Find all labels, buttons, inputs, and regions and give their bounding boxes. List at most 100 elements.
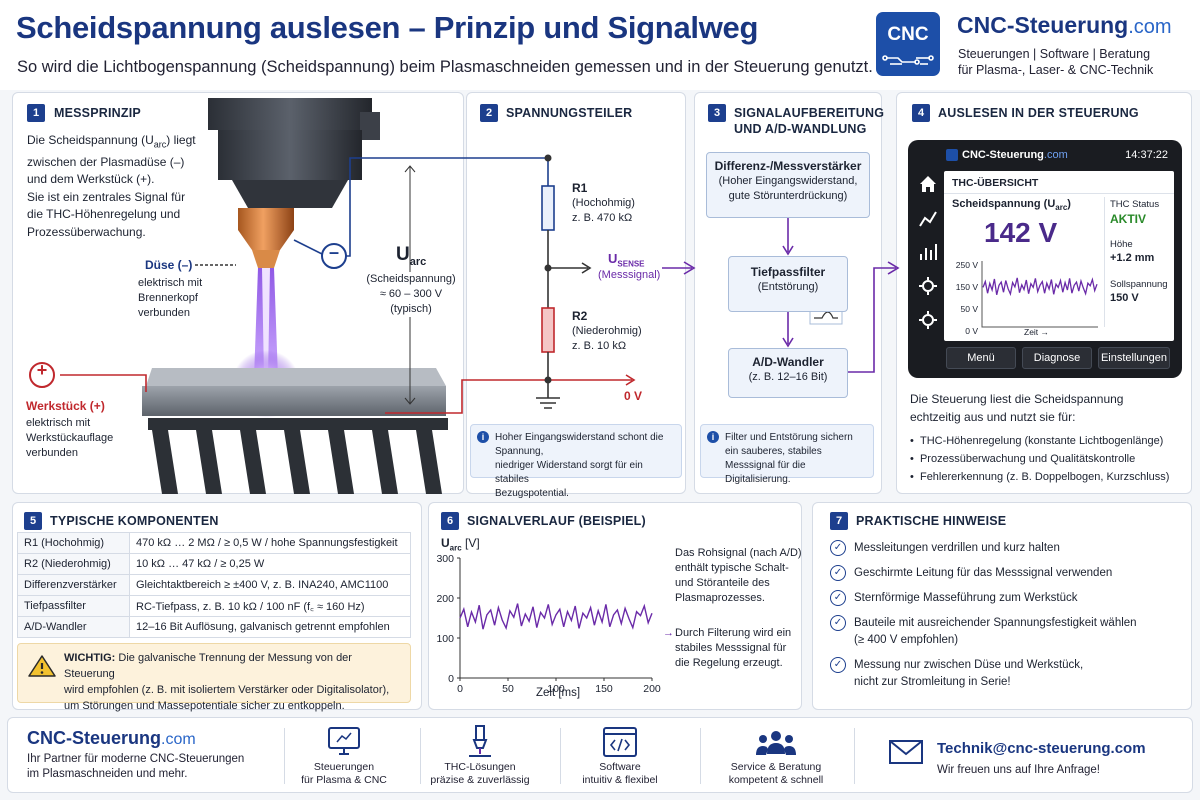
table-row: R1 (Hochohmig)470 kΩ … 2 MΩ / ≥ 0,5 W / …	[17, 532, 411, 554]
torch-icon	[469, 725, 491, 757]
hint-item: ✓Geschirmte Leitung für das Messsignal v…	[830, 565, 1112, 582]
hint-item: ✓Messleitungen verdrillen und kurz halte…	[830, 540, 1060, 557]
settings-icon	[922, 314, 934, 326]
logo-text: CNC	[887, 24, 929, 45]
brand-name[interactable]: CNC-Steuerung.com	[957, 12, 1172, 38]
check-icon: ✓	[830, 540, 846, 556]
page-title: Scheidspannung auslesen – Prinzip und Si…	[16, 10, 759, 45]
circuit-icon	[882, 55, 934, 65]
screen-sidebar[interactable]	[914, 170, 942, 338]
bullet-item: • THC-Höhenregelung (konstante Lichtboge…	[910, 435, 1164, 447]
chart-series-line	[459, 603, 653, 631]
check-icon: ✓	[830, 565, 846, 581]
panel-title-messprinzip: MESSPRINZIP	[54, 106, 141, 120]
chart-x-tick-label: 150	[595, 683, 613, 695]
r1-description: (Hochohmig)z. B. 470 kΩ	[572, 197, 635, 224]
panel-title-auslesen: AUSLESEN IN DER STEUERUNG	[938, 106, 1139, 120]
arrow-icon: →	[663, 627, 674, 639]
plus-sign: +	[36, 360, 48, 380]
check-icon: ✓	[830, 615, 846, 631]
r1-name: R1	[572, 181, 588, 195]
monitor-icon	[328, 727, 360, 755]
panel-title-signalverlauf: SIGNALVERLAUF (BEISPIEL)	[467, 514, 646, 528]
gear-icon	[922, 280, 934, 292]
minus-sign: –	[329, 242, 340, 262]
step-number-7: 7	[830, 512, 848, 530]
chart-y-tick-label: 0	[448, 673, 454, 685]
menu-button[interactable]: Menü	[946, 347, 1016, 369]
footer-email-link[interactable]: Technik@cnc-steuerung.com	[937, 740, 1146, 757]
home-icon	[920, 176, 936, 192]
step-number-4: 4	[912, 104, 930, 122]
brand-tagline: Steuerungen | Software | Beratung für Pl…	[958, 47, 1154, 77]
screen-clock: 14:37:22	[1125, 149, 1168, 161]
panel-hinweise	[812, 502, 1192, 710]
zero-volt-label: 0 V	[624, 389, 643, 403]
screen-axis-x: Zeit →	[1024, 327, 1050, 337]
werkstueck-label: Werkstück (+)	[26, 399, 105, 413]
chart-x-tick-label: 50	[502, 683, 514, 695]
chart-x-tick-label: 100	[547, 683, 565, 695]
auslesen-bullets: • THC-Höhenregelung (konstante Lichtboge…	[910, 432, 1169, 486]
chart-ylabel: Uarc [V]	[441, 536, 480, 553]
settings-button[interactable]: Einstellungen	[1098, 347, 1170, 369]
chart-x-tick-label: 0	[457, 683, 463, 695]
footer	[7, 717, 1193, 793]
step-number-6: 6	[441, 512, 459, 530]
status-value: AKTIV	[1110, 212, 1146, 226]
trend-icon	[919, 211, 937, 227]
components-table: R1 (Hochohmig)470 kΩ … 2 MΩ / ≥ 0,5 W / …	[17, 532, 411, 638]
check-icon: ✓	[830, 590, 846, 606]
bullet-item: • Prozessüberwachung und Qualitätskontro…	[910, 453, 1136, 465]
step-number-1: 1	[27, 104, 45, 122]
hint-item: ✓Sternförmige Masseführung zum Werkstück	[830, 590, 1077, 607]
screen-logo-icon	[946, 149, 958, 161]
screen-voltage-value: 142 V	[984, 217, 1058, 248]
screen-mini-chart	[981, 261, 1098, 328]
r2-name: R2	[572, 309, 588, 323]
chart-x-tick-label: 200	[643, 683, 661, 695]
warning-box: WICHTIG: Die galvanische Trennung der Me…	[17, 643, 411, 712]
footer-brand[interactable]: CNC-Steuerung.com	[27, 728, 196, 748]
r2-description: (Niederohmig)z. B. 10 kΩ	[572, 325, 642, 352]
screen-signal-line	[982, 277, 1098, 297]
chart-xlabel: Zeit [ms]	[536, 687, 581, 699]
signalverlauf-description-1: Das Rohsignal (nach A/D)enthält typische…	[675, 547, 802, 604]
diagnose-button[interactable]: Diagnose	[1022, 347, 1092, 369]
duese-label: Düse (–)	[145, 258, 193, 272]
screen-topbar: CNC-Steuerung.com 14:37:22	[918, 146, 1172, 168]
target-value: 150 V	[1110, 292, 1139, 304]
uarc-label: Uarc	[396, 244, 427, 268]
screen-voltage-label: Scheidspannung (Uarc)	[952, 198, 1071, 213]
status-label: THC Status	[1110, 199, 1160, 210]
panel-title-hinweise: PRAKTISCHE HINWEISE	[856, 514, 1007, 528]
box-tiefpassfilter: Tiefpassfilter(Entstörung)	[728, 256, 848, 312]
info-icon: i	[707, 431, 719, 443]
panel-title-komponenten: TYPISCHE KOMPONENTEN	[50, 514, 219, 528]
uarc-description: (Scheidspannung)≈ 60 – 300 V(typisch)	[366, 272, 456, 317]
screen-tab-title: THC-ÜBERSICHT	[952, 177, 1039, 189]
chart-y-tick-label: 200	[436, 593, 454, 605]
team-icon	[756, 731, 796, 755]
usense-description: (Messsignal)	[598, 269, 661, 281]
page-subtitle: So wird die Lichtbogenspannung (Scheidsp…	[17, 58, 873, 76]
brand-logo[interactable]: CNC	[876, 12, 940, 76]
step-number-2: 2	[480, 104, 498, 122]
table-row: R2 (Niederohmig)10 kΩ … 47 kΩ / ≥ 0,25 W	[17, 553, 411, 575]
step-number-5: 5	[24, 512, 42, 530]
screen-brand: CNC-Steuerung.com	[962, 149, 1068, 161]
footer-email-subtitle: Wir freuen uns auf Ihre Anfrage!	[937, 764, 1101, 776]
